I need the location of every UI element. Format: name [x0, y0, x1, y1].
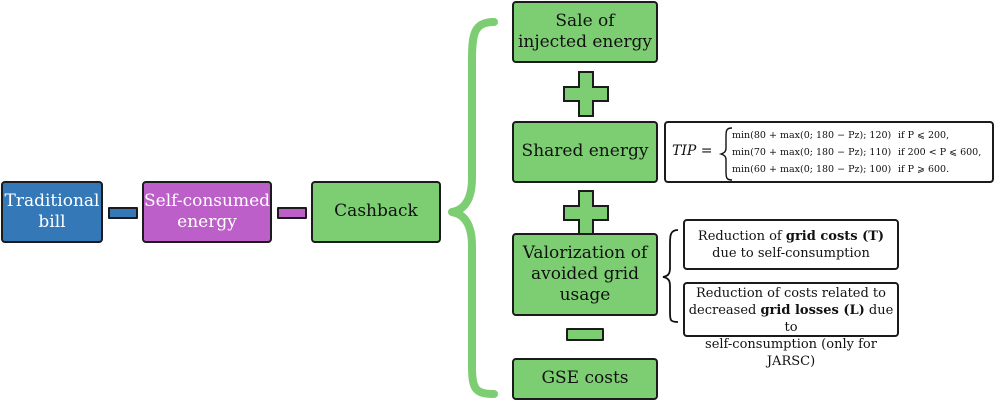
valorization-box: Valorization of avoided grid usage	[512, 233, 658, 316]
reduction-grid-losses-line-1: Reduction of costs related to	[696, 286, 886, 301]
traditional-bill-label: Traditional bill	[4, 190, 100, 232]
cashback-box: Cashback	[311, 181, 441, 243]
gse-costs-box: GSE costs	[512, 358, 658, 400]
self-consumed-energy-label: Self-consumed energy	[144, 190, 271, 232]
valorization-label: Valorization of avoided grid usage	[522, 242, 648, 306]
minus-operator-1	[108, 207, 138, 219]
reduction-grid-losses-line-3: self-consumption (only for JARSC)	[705, 336, 877, 369]
reduction-grid-losses-box: Reduction of costs related to decreased …	[683, 282, 899, 369]
reduction-grid-losses-line-2: decreased grid losses (L) due to	[688, 302, 894, 335]
reduction-grid-costs-line-1: Reduction of grid costs (T)	[697, 229, 885, 244]
minus-operator-2	[277, 207, 307, 219]
cashback-label: Cashback	[334, 201, 418, 222]
tip-cases-brace	[718, 127, 733, 181]
reduction-grid-costs-box: Reduction of grid costs (T) due to self-…	[683, 219, 899, 270]
self-consumed-energy-box: Self-consumed energy	[142, 181, 272, 243]
tip-case-3-cond: if P ⩾ 600.	[898, 164, 950, 175]
grid-losses-term: grid losses (L)	[760, 302, 865, 318]
reduction-grid-costs-line-2: due to self-consumption	[712, 245, 870, 261]
tip-formula-box: TIP = min(80 + max(0; 180 − Pz); 120) if…	[664, 121, 994, 183]
tip-lhs: TIP =	[672, 143, 713, 159]
shared-energy-label: Shared energy	[521, 141, 649, 162]
tip-case-1-cond: if P ⩽ 200,	[898, 130, 950, 141]
grid-costs-term: grid costs (T)	[785, 229, 885, 244]
tip-case-2-cond: if 200 < P ⩽ 600,	[898, 147, 982, 158]
tip-case-1-expr: min(80 + max(0; 180 − Pz); 120)	[732, 130, 892, 141]
minus-operator-3	[566, 328, 604, 341]
gse-costs-label: GSE costs	[541, 368, 629, 389]
shared-energy-box: Shared energy	[512, 121, 658, 183]
sale-injected-energy-box: Sale of injected energy	[512, 1, 658, 63]
tip-case-3-expr: min(60 + max(0; 180 − Pz); 100)	[732, 164, 892, 175]
tip-case-2-expr: min(70 + max(0; 180 − Pz); 110)	[732, 147, 892, 158]
traditional-bill-box: Traditional bill	[1, 181, 103, 243]
sale-injected-energy-label: Sale of injected energy	[517, 10, 653, 52]
